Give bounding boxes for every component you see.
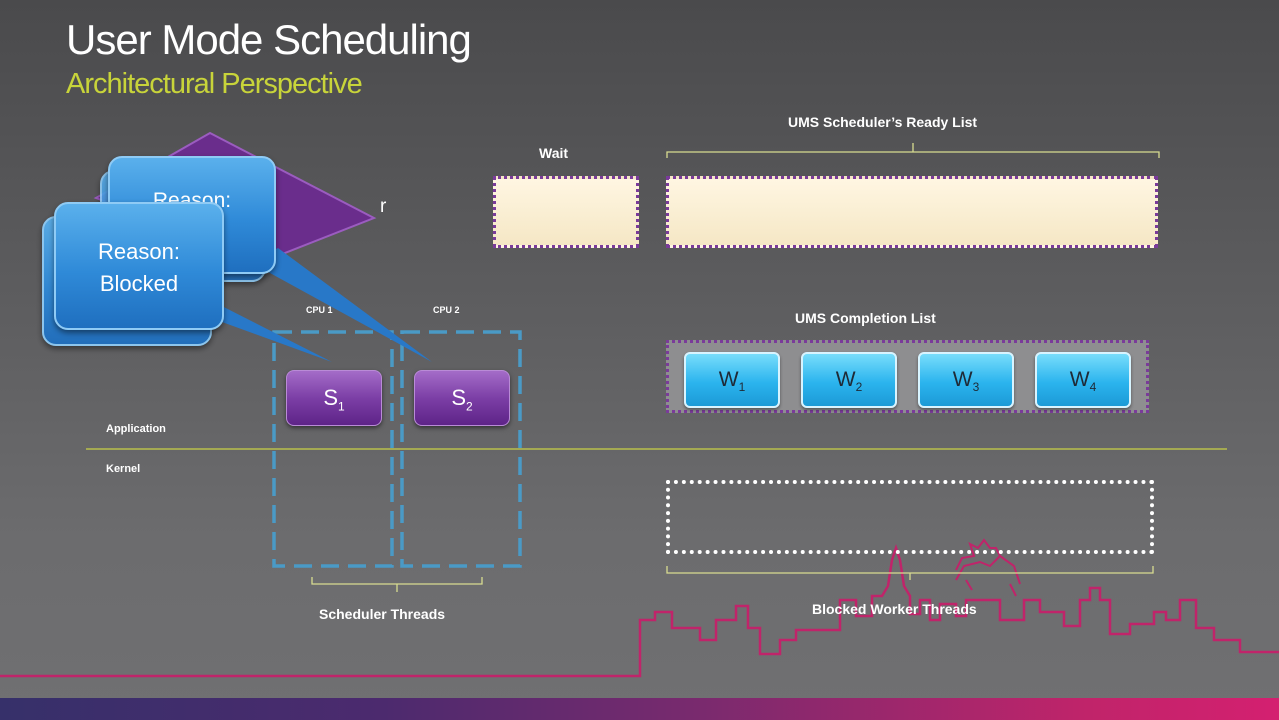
blocked-threads-bracket [666,566,1154,580]
worker-thread-w4[interactable]: W4 [1035,352,1131,408]
scheduler-sub: 2 [466,399,473,414]
ready-list-label: UMS Scheduler’s Ready List [788,114,978,130]
cpu2-label: CPU 2 [433,305,460,315]
scheduler-base: S [323,385,338,410]
worker-base: W [835,368,856,391]
scheduler-base: S [451,385,466,410]
callout-tail-back [250,248,432,362]
callout-front-line1: Reason: [98,239,180,264]
worker-sub: 4 [1089,380,1097,395]
slide-subtitle: Architectural Perspective [66,68,363,100]
scheduler-threads-label: Scheduler Threads [319,606,446,622]
ready-list-bracket [666,143,1160,158]
ready-list-box [666,176,1158,248]
worker-sub: 1 [738,380,746,395]
bottom-gradient-bar [0,698,1279,720]
worker-thread-w3[interactable]: W3 [918,352,1014,408]
completion-list-box: W1 W2 W3 W4 [666,340,1149,413]
callout-front-line2: Blocked [99,271,179,296]
worker-base: W [952,368,973,391]
callout-back-fragment: r [380,196,387,217]
scheduler-threads-brace [311,577,483,592]
application-label: Application [106,423,166,435]
scheduler-thread-s2[interactable]: S2 [414,370,510,426]
callout-front: Reason: Blocked [54,202,224,330]
worker-sub: 3 [972,380,980,395]
worker-sub: 2 [855,380,863,395]
blocked-threads-box [666,480,1154,554]
cpu1-box [272,330,394,568]
worker-thread-w1[interactable]: W1 [684,352,780,408]
scheduler-sub: 1 [338,399,345,414]
wait-label: Wait [539,145,569,161]
scheduler-thread-s1[interactable]: S1 [286,370,382,426]
wait-box [493,176,639,248]
worker-base: W [718,368,739,391]
completion-list-label: UMS Completion List [795,310,936,326]
cpu1-label: CPU 1 [306,305,333,315]
blocked-worker-threads-label: Blocked Worker Threads [812,601,977,617]
kernel-label: Kernel [106,463,141,475]
worker-thread-w2[interactable]: W2 [801,352,897,408]
callout-tail-front [210,300,332,362]
slide-title: User Mode Scheduling [66,16,472,63]
worker-base: W [1069,368,1090,391]
cpu2-box [400,330,522,568]
horse-rider-outline [955,538,1021,597]
skyline-outline [0,544,1279,678]
